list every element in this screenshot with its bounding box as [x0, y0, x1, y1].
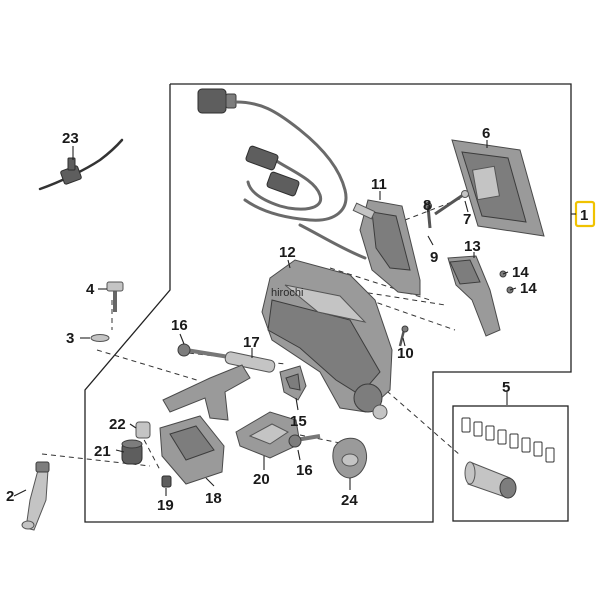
leader-lines — [13, 140, 517, 497]
watermark: hirochi — [271, 287, 303, 299]
callout-6: 6 — [482, 125, 490, 142]
part-20-bracket — [235, 411, 301, 459]
part-18-box — [159, 415, 225, 485]
part-3-washer — [90, 334, 110, 342]
callout-1: 1 — [580, 207, 588, 224]
part-6-mounting-plate — [451, 139, 545, 237]
callout-14b: 14 — [520, 280, 537, 297]
callout-7: 7 — [463, 211, 471, 228]
callout-16b: 16 — [296, 462, 313, 479]
part-21-grommet — [121, 439, 143, 465]
callout-22: 22 — [109, 416, 126, 433]
part-22-sleeve — [135, 421, 151, 439]
callout-13: 13 — [464, 238, 481, 255]
part-16-bolt-lower — [288, 434, 321, 448]
cable-harness — [197, 88, 367, 260]
callout-14a: 14 — [512, 264, 529, 281]
callout-11: 11 — [371, 176, 387, 193]
callout-19: 19 — [157, 497, 174, 514]
lower-bracket-left — [162, 364, 251, 421]
callout-12: 12 — [279, 244, 296, 261]
callouts: 1 2 3 4 5 6 7 8 9 10 11 12 13 14 14 15 1… — [6, 125, 588, 514]
part-10-screw — [398, 325, 409, 347]
callout-4: 4 — [86, 281, 95, 298]
callout-20: 20 — [253, 471, 270, 488]
part-11-holder — [352, 199, 421, 296]
callout-21: 21 — [94, 443, 111, 460]
callout-16a: 16 — [171, 317, 188, 334]
callout-9: 9 — [430, 249, 438, 266]
callout-17: 17 — [243, 334, 260, 351]
callout-8: 8 — [423, 197, 431, 214]
callout-23: 23 — [62, 130, 79, 147]
part-2-lock-cylinder — [21, 461, 50, 531]
callout-10: 10 — [397, 345, 414, 362]
part-24-end-cap — [332, 437, 367, 479]
part-19-nut — [161, 475, 172, 488]
callout-24: 24 — [341, 492, 358, 509]
callout-5: 5 — [502, 379, 510, 396]
part-15-clamp — [279, 365, 307, 401]
part-7-pin — [434, 190, 469, 216]
part-12-housing — [261, 259, 393, 420]
main-group-frame — [84, 83, 572, 523]
lock-set-frame — [452, 405, 569, 522]
part-4-bolt — [106, 281, 124, 312]
callout-3: 3 — [66, 330, 74, 347]
part-23-cable-tie — [38, 138, 124, 191]
part-17-sleeve — [224, 351, 276, 373]
callout-18: 18 — [205, 490, 222, 507]
callout-15: 15 — [290, 413, 307, 430]
part-5-lock-set — [461, 417, 555, 499]
part-13-bracket — [447, 255, 501, 337]
callout-2: 2 — [6, 488, 14, 505]
